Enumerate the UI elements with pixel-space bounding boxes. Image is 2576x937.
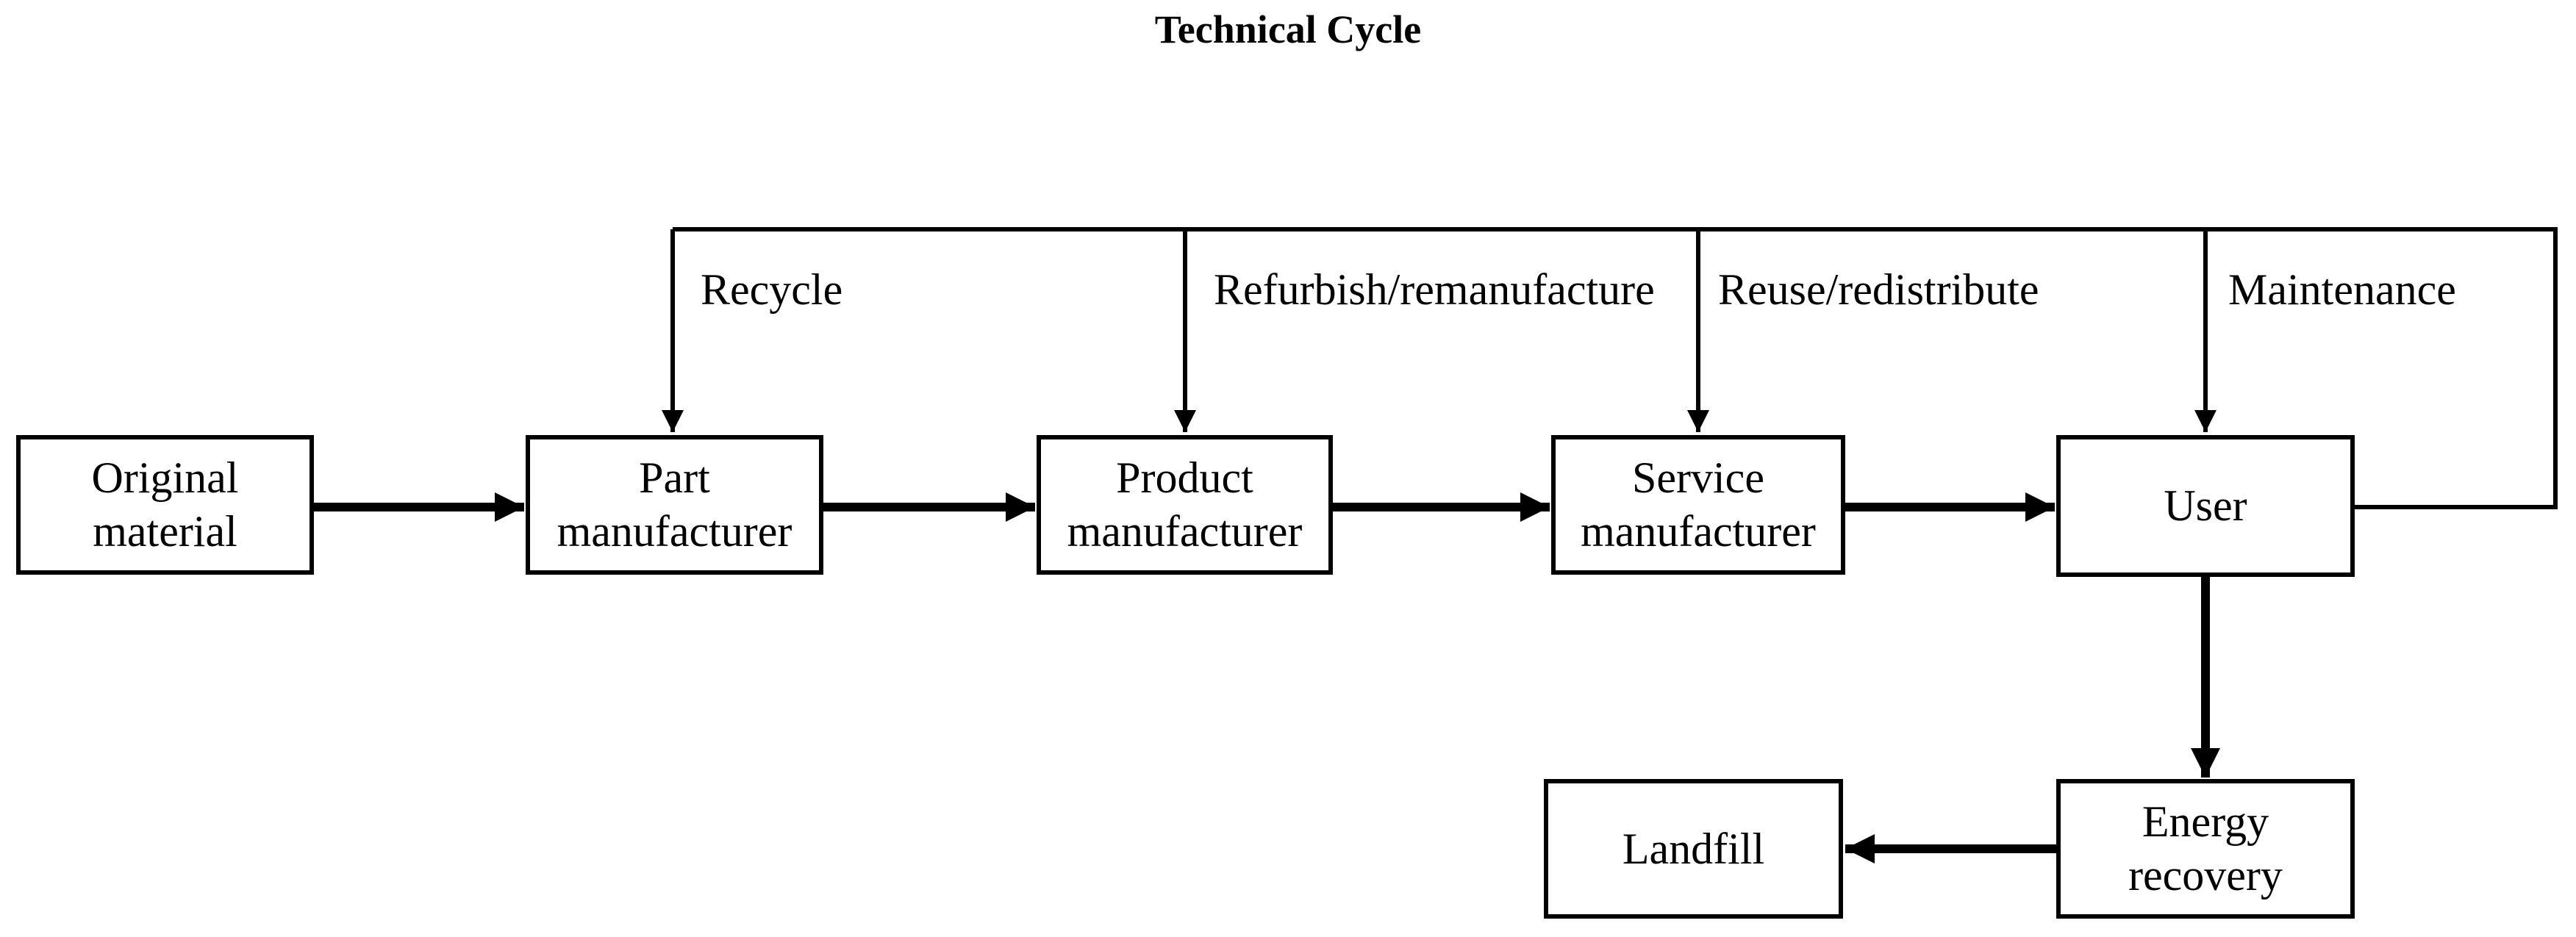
loop-label-reuse-redistribute: Reuse/redistribute (1718, 265, 2039, 314)
diagram-title: Technical Cycle (1154, 7, 1422, 51)
node-part-manufacturer-label: Part manufacturer (557, 453, 793, 556)
node-service-manufacturer: Service manufacturer (1551, 435, 1845, 575)
loop-label-maintenance: Maintenance (2228, 265, 2456, 314)
node-part-manufacturer: Part manufacturer (526, 435, 823, 575)
node-user-label: User (2164, 481, 2247, 530)
node-landfill-label: Landfill (1622, 824, 1765, 873)
loop-label-recycle: Recycle (701, 265, 843, 314)
node-product-manufacturer: Product manufacturer (1037, 435, 1333, 575)
node-energy-recovery: Energy recovery (2056, 779, 2355, 919)
node-product-manufacturer-label: Product manufacturer (1067, 453, 1303, 556)
loop-label-refurbish-remanufacture: Refurbish/remanufacture (1214, 265, 1655, 314)
node-original-material: Original material (16, 435, 314, 575)
node-user: User (2056, 435, 2355, 577)
node-energy-recovery-label: Energy recovery (2128, 797, 2283, 900)
node-original-material-label: Original material (91, 453, 239, 556)
feedback-loop-backbone (673, 227, 2558, 509)
node-landfill: Landfill (1544, 779, 1843, 919)
node-service-manufacturer-label: Service manufacturer (1581, 453, 1816, 556)
